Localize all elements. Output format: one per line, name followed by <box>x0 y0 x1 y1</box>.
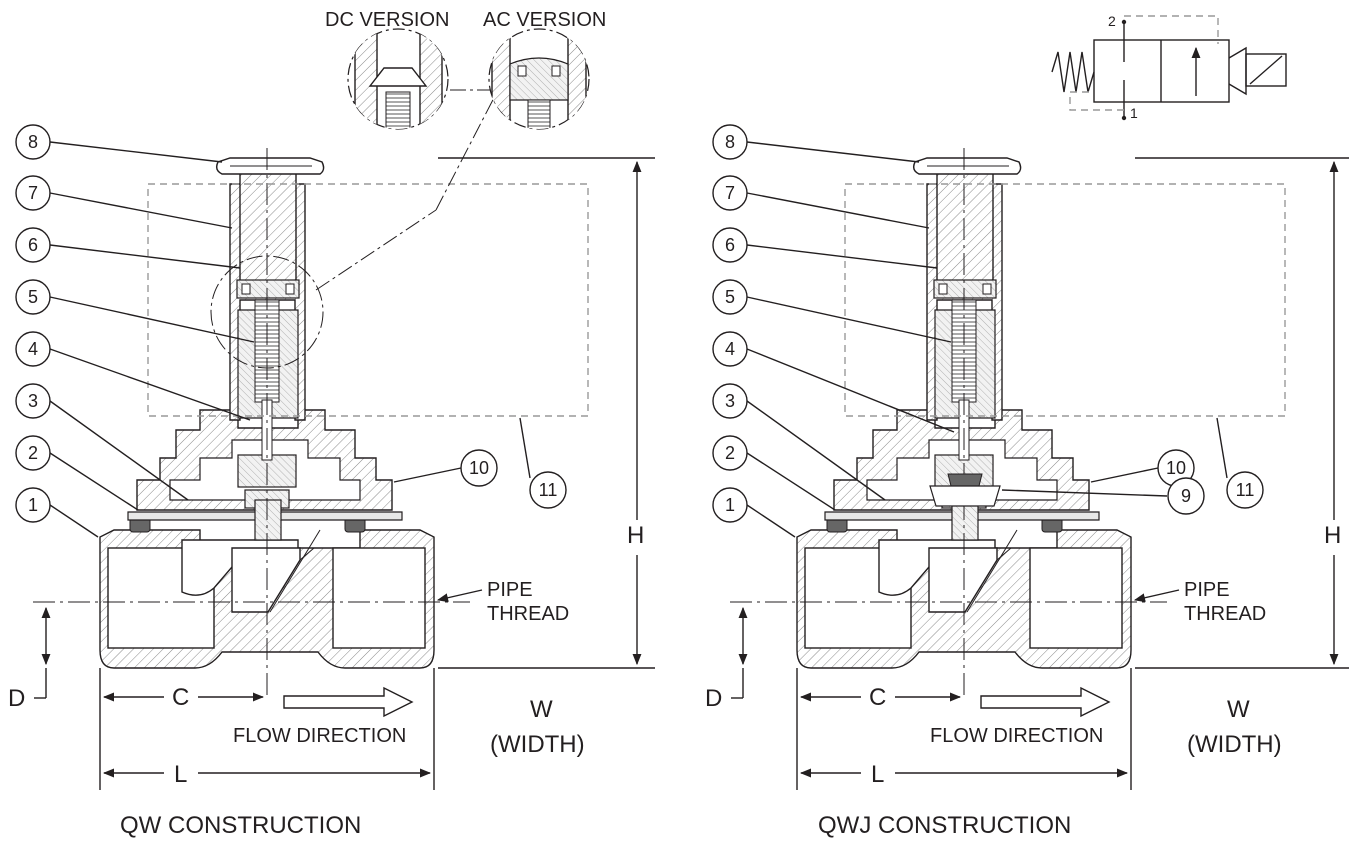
dimension-l-label: L <box>174 761 187 788</box>
dimension-c-label: C <box>869 684 886 711</box>
labels-left: H D C L W (WIDTH) PIPE THREAD FLOW DIREC… <box>8 522 644 839</box>
callout-4: 4 <box>28 339 38 359</box>
flow-direction-label: FLOW DIRECTION <box>233 725 406 747</box>
pipe-thread-label: THREAD <box>1184 603 1266 625</box>
dimension-w-label: W <box>1227 696 1250 723</box>
ac-version-inset <box>488 28 590 130</box>
callout-9: 9 <box>1181 486 1191 506</box>
callout-5: 5 <box>28 287 38 307</box>
dimension-d-label: D <box>8 685 25 712</box>
callout-10: 10 <box>469 458 489 478</box>
labels-right: H D C L W (WIDTH) PIPE THREAD FLOW DIREC… <box>705 522 1341 839</box>
callout-5: 5 <box>725 287 735 307</box>
dimension-l-label: L <box>871 761 884 788</box>
dimension-h-label: H <box>627 522 644 549</box>
dimension-d-label: D <box>705 685 722 712</box>
valve-schematic-symbol: 2 1 <box>1051 13 1287 121</box>
callout-10: 10 <box>1166 458 1186 478</box>
dimension-w-sub-label: (WIDTH) <box>1187 731 1282 758</box>
callout-8: 8 <box>28 132 38 152</box>
dimension-h-label: H <box>1324 522 1341 549</box>
callout-11: 11 <box>1236 480 1255 500</box>
callout-3: 3 <box>28 391 38 411</box>
dimension-w-sub-label: (WIDTH) <box>490 731 585 758</box>
callouts-left: 8 7 6 5 4 3 2 1 10 11 <box>15 124 567 523</box>
ac-version-label: AC VERSION <box>483 9 606 31</box>
callout-1: 1 <box>725 495 735 515</box>
callout-7: 7 <box>725 183 735 203</box>
pipe-thread-label: PIPE <box>487 579 533 601</box>
callout-8: 8 <box>725 132 735 152</box>
qwj-construction-caption: QWJ CONSTRUCTION <box>818 812 1071 839</box>
port-2-label: 2 <box>1108 13 1116 29</box>
dc-version-label: DC VERSION <box>325 9 449 31</box>
callout-2: 2 <box>725 443 735 463</box>
qw-construction-drawing: DC VERSION AC VERSION <box>33 9 655 790</box>
qw-construction-caption: QW CONSTRUCTION <box>120 812 361 839</box>
callout-7: 7 <box>28 183 38 203</box>
callout-1: 1 <box>28 495 38 515</box>
callout-3: 3 <box>725 391 735 411</box>
dimension-c-label: C <box>172 684 189 711</box>
dimension-w-label: W <box>530 696 553 723</box>
callout-6: 6 <box>725 235 735 255</box>
qwj-construction-drawing <box>730 141 1349 790</box>
callout-11: 11 <box>539 480 558 500</box>
callout-6: 6 <box>28 235 38 255</box>
pipe-thread-label: PIPE <box>1184 579 1230 601</box>
callouts-right: 8 7 6 5 4 3 2 1 10 9 11 <box>712 124 1264 523</box>
pipe-thread-label: THREAD <box>487 603 569 625</box>
dc-version-inset <box>347 28 449 130</box>
flow-direction-label: FLOW DIRECTION <box>930 725 1103 747</box>
callout-4: 4 <box>725 339 735 359</box>
callout-2: 2 <box>28 443 38 463</box>
port-1-label: 1 <box>1130 105 1138 121</box>
